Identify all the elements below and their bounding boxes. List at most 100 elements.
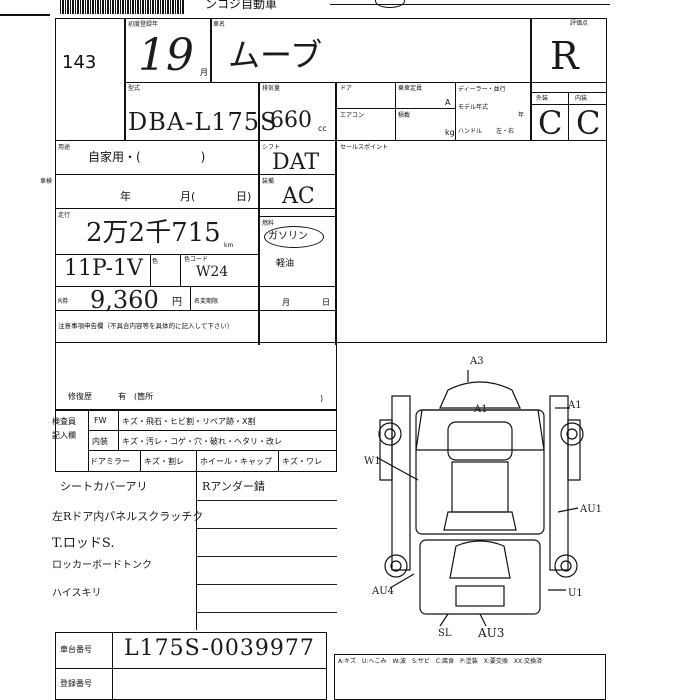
name-change-month: 月 xyxy=(282,298,290,307)
legend-item: S:サビ xyxy=(412,658,430,665)
repair-label: 修復歴 xyxy=(68,392,92,401)
name-change-label: 名変期限 xyxy=(194,298,219,305)
color-label: 色 xyxy=(152,258,159,265)
diagram-label-u1: U1 xyxy=(568,588,583,599)
handle-options: 左・右 xyxy=(496,128,515,135)
fuel-other: 軽油 xyxy=(276,259,295,269)
usage-value: 自家用・( ) xyxy=(88,150,206,164)
header-barcode xyxy=(60,0,185,14)
legend-item: P:塗装 xyxy=(460,658,478,665)
note-left-4: ロッカーボードトンク xyxy=(52,560,152,571)
selling-points-label: セールスポイント xyxy=(340,144,389,151)
equipment-label: 装備 xyxy=(262,178,275,185)
legend-item: XX:交換済 xyxy=(513,658,543,665)
diagram-label-w1: W1 xyxy=(364,456,381,467)
note-left-5: ハイスキリ xyxy=(52,588,102,599)
exterior-grade: C xyxy=(538,104,563,142)
type-value: DBA-L175S xyxy=(128,108,278,136)
mileage-value: 2万2千715 xyxy=(86,218,221,248)
inspection-label: 車検 xyxy=(40,178,53,185)
note-left-1: シートカバーアリ xyxy=(60,480,148,493)
inspection-month: 月( xyxy=(180,190,196,203)
notes-label: 注意事項申告欄（不具合内容等を具体的に記入して下さい） xyxy=(58,322,234,330)
color-code-label: 色コード xyxy=(184,256,209,263)
inspector-mirror-text: キズ・割レ xyxy=(144,457,184,466)
color-value: 11P-1V xyxy=(64,256,143,281)
equipment-value: AC xyxy=(282,184,315,209)
model-year-unit: 年 xyxy=(518,112,525,119)
interior-grade: C xyxy=(576,104,601,142)
inspector-interior-key: 内装 xyxy=(92,437,108,446)
handle-label: ハンドル xyxy=(458,128,483,135)
diagram-label-a3: A3 xyxy=(470,356,484,367)
shift-value: DAT xyxy=(272,150,319,175)
diagram-label-au4: AU4 xyxy=(372,586,395,597)
displacement-unit: cc xyxy=(318,124,327,133)
repair-close: ) xyxy=(320,394,324,403)
chassis-value: L175S-0039977 xyxy=(124,636,315,661)
registration-label: 登録番号 xyxy=(60,679,92,688)
legend-item: C:腐食 xyxy=(435,658,455,665)
legend-item: U:へこみ xyxy=(362,658,387,665)
notes-frame xyxy=(55,310,337,410)
grade-label: 評価点 xyxy=(570,20,589,27)
form-frame-top xyxy=(55,18,607,343)
inspector-wheel-text: キズ・ワレ xyxy=(282,457,322,466)
door-label: ドア xyxy=(340,85,353,92)
legend-item: W:波 xyxy=(392,658,407,665)
recycle-unit: 円 xyxy=(172,297,182,308)
fuel-circle xyxy=(264,226,324,248)
displacement-label: 排気量 xyxy=(262,85,281,92)
capacity-label: 積載 xyxy=(398,112,411,119)
diagram-label-a1-right: A1 xyxy=(568,400,582,411)
header-title: ンコジ自動車 xyxy=(205,0,278,11)
car-damage-diagram xyxy=(377,370,584,627)
legend-item: X:要交換 xyxy=(483,658,508,665)
inspection-day: 日) xyxy=(236,190,252,203)
diagram-label-sl: SL xyxy=(438,628,452,639)
displacement-value: 660 xyxy=(270,108,312,133)
diagram-label-au3: AU3 xyxy=(478,626,505,640)
type-label: 型式 xyxy=(128,85,141,92)
chassis-label: 車台番号 xyxy=(60,645,92,654)
note-left-2: 左Rドア内パネルスクラッチク xyxy=(52,510,204,523)
repair-value: 有 (箇所 xyxy=(118,392,154,401)
inspector-mirror-key: ドアミラー xyxy=(90,457,130,466)
year-label: 初度登録年 xyxy=(128,21,159,28)
legend-item: A:キズ xyxy=(338,658,357,665)
model-value: ムーブ xyxy=(228,36,323,74)
inspection-year: 年 xyxy=(120,190,131,203)
year-unit: 月 xyxy=(200,68,208,77)
seat-label: 乗車定員 xyxy=(398,85,423,92)
model-year-label: モデル年式 xyxy=(458,104,489,111)
lot-number: 143 xyxy=(62,52,97,73)
mileage-label: 走行 xyxy=(58,212,71,219)
shift-label: シフト xyxy=(262,144,281,151)
usage-label: 用途 xyxy=(58,144,71,151)
legend-row: A:キズ U:へこみ W:波 S:サビ C:腐食 P:塗装 X:要交換 XX:交… xyxy=(338,658,604,665)
recycle-value: 9,360 xyxy=(90,286,159,314)
inspector-fw-key: FW xyxy=(94,416,107,425)
note-right-1: Rアンダー錆 xyxy=(202,480,265,493)
name-change-day: 日 xyxy=(322,298,330,307)
diagram-label-a1-windshield: A1 xyxy=(474,404,488,415)
exterior-header: 外装 xyxy=(536,95,549,102)
dealer-label: ディーラー・並行 xyxy=(458,86,506,93)
inspector-label-1: 検査員 xyxy=(52,417,76,426)
interior-header: 内装 xyxy=(575,95,588,102)
fuel-label: 燃料 xyxy=(262,220,275,227)
note-left-3: T.ロッドS. xyxy=(52,536,115,551)
diagram-label-au1: AU1 xyxy=(580,504,603,515)
ac-label: エアコン xyxy=(340,112,365,119)
color-code-value: W24 xyxy=(196,264,229,280)
inspector-fw-text: キズ・飛石・ヒビ割・リペア跡・X割 xyxy=(122,417,256,426)
year-value: 19 xyxy=(138,30,194,81)
model-label: 車名 xyxy=(213,21,226,28)
inspector-label-2: 記入欄 xyxy=(52,431,76,440)
grade-value: R xyxy=(550,34,579,78)
recycle-label: R券 xyxy=(58,298,69,305)
inspector-wheel-key: ホイール・キャップ xyxy=(200,457,272,466)
inspector-interior-text: キズ・汚レ・コゲ・穴・破れ・ヘタリ・改レ xyxy=(122,437,282,446)
mileage-unit: km xyxy=(224,242,234,249)
